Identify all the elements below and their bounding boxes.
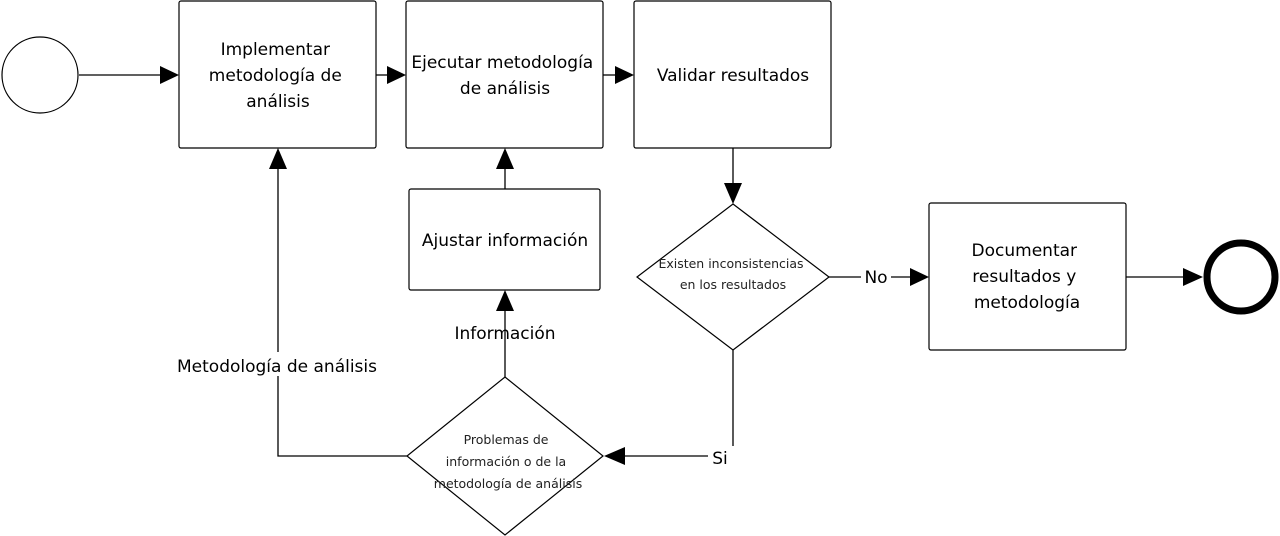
label-si: Si: [712, 449, 728, 469]
task-implementar-line-2: metodología de: [209, 66, 342, 86]
connector-si-to-problemas: [624, 350, 734, 457]
svg-text:Ajustar información: Ajustar información: [422, 231, 588, 251]
arrowhead-implementar-back-in: [269, 148, 287, 169]
task-ejecutar-line-2: de análisis: [460, 79, 550, 99]
connector-problemas-to-implementar: [277, 168, 407, 457]
task-ejecutar: Ejecutar metodología de análisis: [405, 0, 604, 149]
svg-text:Existen inconsistencias: Existen inconsistencias en los resultado…: [658, 256, 807, 292]
arrowhead-implementar-in: [160, 66, 179, 84]
arrowhead-decision-in: [724, 183, 742, 204]
decision-problemas-line-3: metodología de análisis: [434, 476, 582, 491]
task-ejecutar-line-1: Ejecutar metodología: [411, 53, 593, 73]
label-si-background: [708, 446, 734, 468]
arrowhead-ajustar-in: [496, 290, 514, 311]
task-documentar-line-2: resultados y: [972, 267, 1076, 287]
svg-text:Validar resultados: Validar resultados: [657, 66, 809, 86]
decision-problemas-line-1: Problemas de: [464, 432, 549, 447]
label-informacion: Información: [454, 324, 555, 344]
label-no-background: [861, 265, 891, 287]
task-documentar: Documentar resultados y metodología: [928, 202, 1127, 351]
svg-text:Documentar resultados y: Documentar resultados y metodología: [972, 241, 1083, 313]
task-ajustar: Ajustar información: [408, 188, 601, 291]
arrowhead-ejecutar-in: [387, 66, 406, 84]
end-event: [1203, 239, 1279, 315]
label-no: No: [864, 268, 887, 288]
task-implementar: Implementar metodología de análisis: [178, 0, 377, 149]
arrowhead-end-in: [1183, 268, 1203, 286]
arrowhead-ejecutar-back-in: [496, 148, 514, 169]
task-validar-line-1: Validar resultados: [657, 66, 809, 86]
decision-inconsistencias-line-1: Existen inconsistencias: [658, 256, 803, 271]
task-documentar-line-1: Documentar: [972, 241, 1077, 261]
label-metodologia: Metodología de análisis: [177, 357, 377, 377]
decision-problemas: Problemas de información o de la metodol…: [406, 376, 604, 536]
task-implementar-line-1: Implementar: [221, 40, 330, 60]
arrowhead-problemas-in: [604, 447, 625, 465]
label-metodologia-background: [170, 352, 384, 376]
task-documentar-line-3: metodología: [974, 293, 1080, 313]
decision-problemas-line-2: información o de la: [446, 454, 566, 469]
svg-text:Ejecutar metodología de: Ejecutar metodología de análisis: [411, 53, 598, 99]
task-validar: Validar resultados: [633, 0, 832, 149]
task-implementar-line-3: análisis: [246, 92, 310, 112]
task-ajustar-line-1: Ajustar información: [422, 231, 588, 251]
arrowhead-documentar-in: [910, 268, 929, 286]
svg-text:Problemas de información: Problemas de información o de la metodol…: [434, 432, 582, 491]
start-event: [1, 36, 79, 114]
arrowhead-validar-in: [615, 66, 634, 84]
decision-inconsistencias: Existen inconsistencias en los resultado…: [636, 203, 830, 351]
svg-text:Implementar metodología: Implementar metodología de análisis: [209, 40, 347, 112]
decision-inconsistencias-line-2: en los resultados: [680, 277, 786, 292]
